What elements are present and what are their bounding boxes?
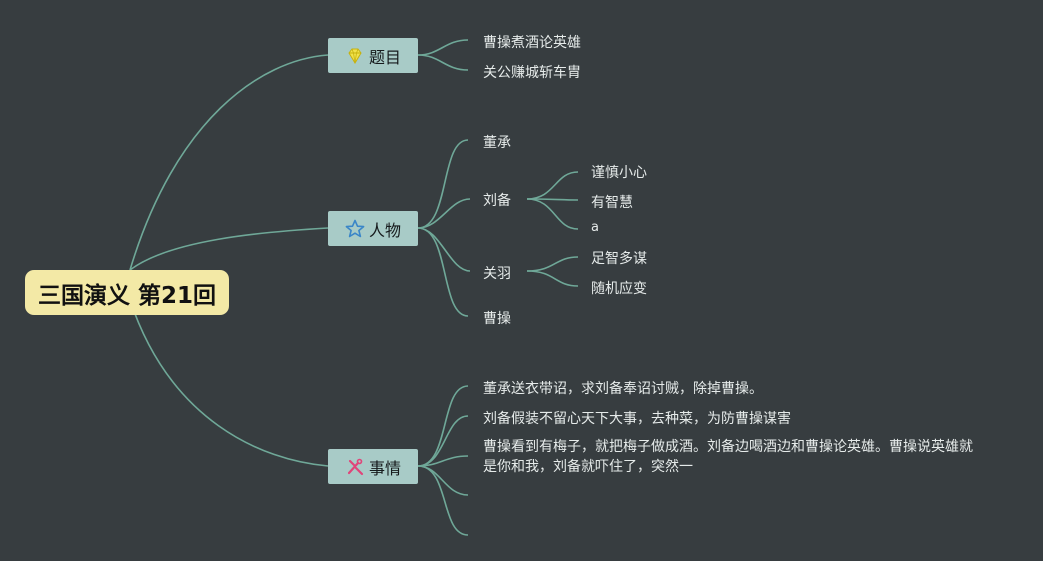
- connector-events-3: [417, 455, 469, 467]
- person-item[interactable]: 刘备: [483, 193, 511, 209]
- person-item[interactable]: 曹操: [483, 311, 511, 327]
- trait-item[interactable]: 谨慎小心: [591, 165, 647, 181]
- person-item[interactable]: 董承: [483, 135, 511, 151]
- branch-topic[interactable]: 题目: [328, 38, 418, 73]
- topic-item[interactable]: 曹操煮酒论英雄: [483, 35, 581, 51]
- diamond-icon: [345, 46, 365, 66]
- connector-events-5: [417, 465, 469, 536]
- event-item[interactable]: 曹操看到有梅子，就把梅子做成酒。刘备边喝酒边和曹操论英雄。曹操说英雄就是你和我，…: [483, 439, 973, 475]
- trait-item[interactable]: 足智多谋: [591, 251, 647, 267]
- branch-people[interactable]: 人物: [328, 211, 418, 246]
- connector-topic-1: [417, 39, 469, 56]
- star-icon: [345, 219, 365, 239]
- connector-guanyu-1: [526, 256, 579, 272]
- connector-people-1: [417, 139, 469, 229]
- branch-people-label: 人物: [368, 220, 401, 240]
- branch-events-label: 事情: [368, 458, 401, 478]
- person-item[interactable]: 关羽: [483, 266, 511, 282]
- connector-liubei-3: [526, 198, 579, 230]
- connector-events-2: [417, 415, 469, 467]
- connector-topic-2: [417, 54, 469, 71]
- tools-icon: [345, 457, 365, 477]
- connector-people-3: [417, 227, 471, 272]
- connector-events-4: [417, 465, 469, 496]
- branch-topic-label: 题目: [368, 47, 401, 67]
- connector-people-4: [417, 227, 469, 317]
- connector-guanyu-2: [526, 270, 579, 287]
- trait-item[interactable]: 随机应变: [591, 281, 647, 297]
- connector-root-events: [129, 299, 329, 467]
- trait-item[interactable]: 有智慧: [591, 195, 633, 211]
- connector-liubei-1: [526, 171, 579, 200]
- connector-events-1: [417, 385, 469, 467]
- branch-events[interactable]: 事情: [328, 449, 418, 484]
- trait-item[interactable]: a: [591, 220, 599, 235]
- event-item[interactable]: 刘备假装不留心天下大事，去种菜，为防曹操谋害: [483, 411, 791, 427]
- event-item[interactable]: 董承送衣带诏，求刘备奉诏讨贼，除掉曹操。: [483, 381, 763, 397]
- connector-root-topic: [129, 54, 329, 271]
- root-topic[interactable]: 三国演义 第21回: [25, 270, 229, 315]
- topic-item[interactable]: 关公赚城斩车胄: [483, 65, 581, 81]
- root-topic-label: 三国演义 第21回: [37, 282, 216, 309]
- connector-people-2: [417, 198, 471, 229]
- connector-root-people: [129, 227, 329, 271]
